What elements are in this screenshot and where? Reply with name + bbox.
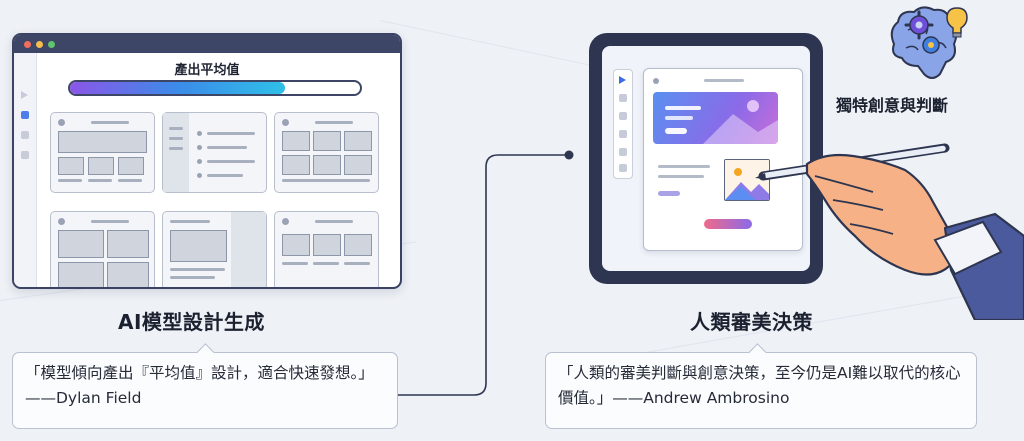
wireframe-card	[274, 112, 379, 193]
wireframe-card	[162, 112, 267, 193]
tablet-screen	[602, 46, 810, 271]
tool-icon	[619, 148, 627, 156]
left-heading: AI模型設計生成	[118, 310, 265, 334]
gear-icon	[922, 36, 940, 54]
tool-palette	[613, 69, 633, 179]
right-heading: 人類審美決策	[690, 310, 813, 334]
right-quote-text: 「人類的審美判斷與創意決策，至今仍是AI難以取代的核心價值。」——Andrew …	[558, 364, 961, 407]
rail-active-icon	[21, 111, 29, 119]
connector-dot	[564, 150, 574, 160]
call-to-action-pill	[704, 219, 752, 229]
window-maximize-dot	[48, 41, 55, 48]
brain-label: 獨特創意與判斷	[836, 96, 949, 115]
browser-titlebar	[14, 35, 400, 53]
progress-fill	[70, 82, 285, 94]
tool-icon	[619, 130, 627, 138]
hand-with-stylus-icon	[755, 143, 1024, 320]
wireframe-card	[50, 112, 155, 193]
image-icon	[724, 159, 770, 201]
browser-window-mockup: 產出平均值	[12, 33, 402, 289]
design-page	[643, 68, 803, 251]
window-close-dot	[24, 41, 31, 48]
rail-icon	[21, 131, 29, 139]
hero-image	[653, 92, 778, 144]
tablet-mockup	[589, 33, 823, 284]
tool-icon	[619, 94, 627, 102]
window-minimize-dot	[36, 41, 43, 48]
side-rail	[14, 53, 37, 287]
wireframe-card	[162, 211, 267, 287]
right-quote-box: 「人類的審美判斷與創意決策，至今仍是AI難以取代的核心價值。」——Andrew …	[545, 343, 977, 429]
rail-play-icon	[21, 91, 28, 99]
gear-icon	[904, 10, 934, 40]
left-quote-box: 「模型傾向產出『平均值』設計，適合快速發想。」——Dylan Field	[12, 343, 398, 429]
pen-tool-icon	[619, 112, 627, 120]
rail-icon	[21, 151, 29, 159]
wireframe-card	[50, 211, 155, 287]
left-quote-text: 「模型傾向產出『平均值』設計，適合快速發想。」——Dylan Field	[25, 364, 374, 407]
cursor-tool-icon	[619, 76, 626, 84]
progress-title: 產出平均值	[174, 63, 240, 78]
wireframe-card	[274, 211, 379, 287]
lightbulb-icon	[946, 7, 968, 38]
average-progress-bar	[68, 80, 362, 96]
tool-icon	[619, 164, 627, 172]
